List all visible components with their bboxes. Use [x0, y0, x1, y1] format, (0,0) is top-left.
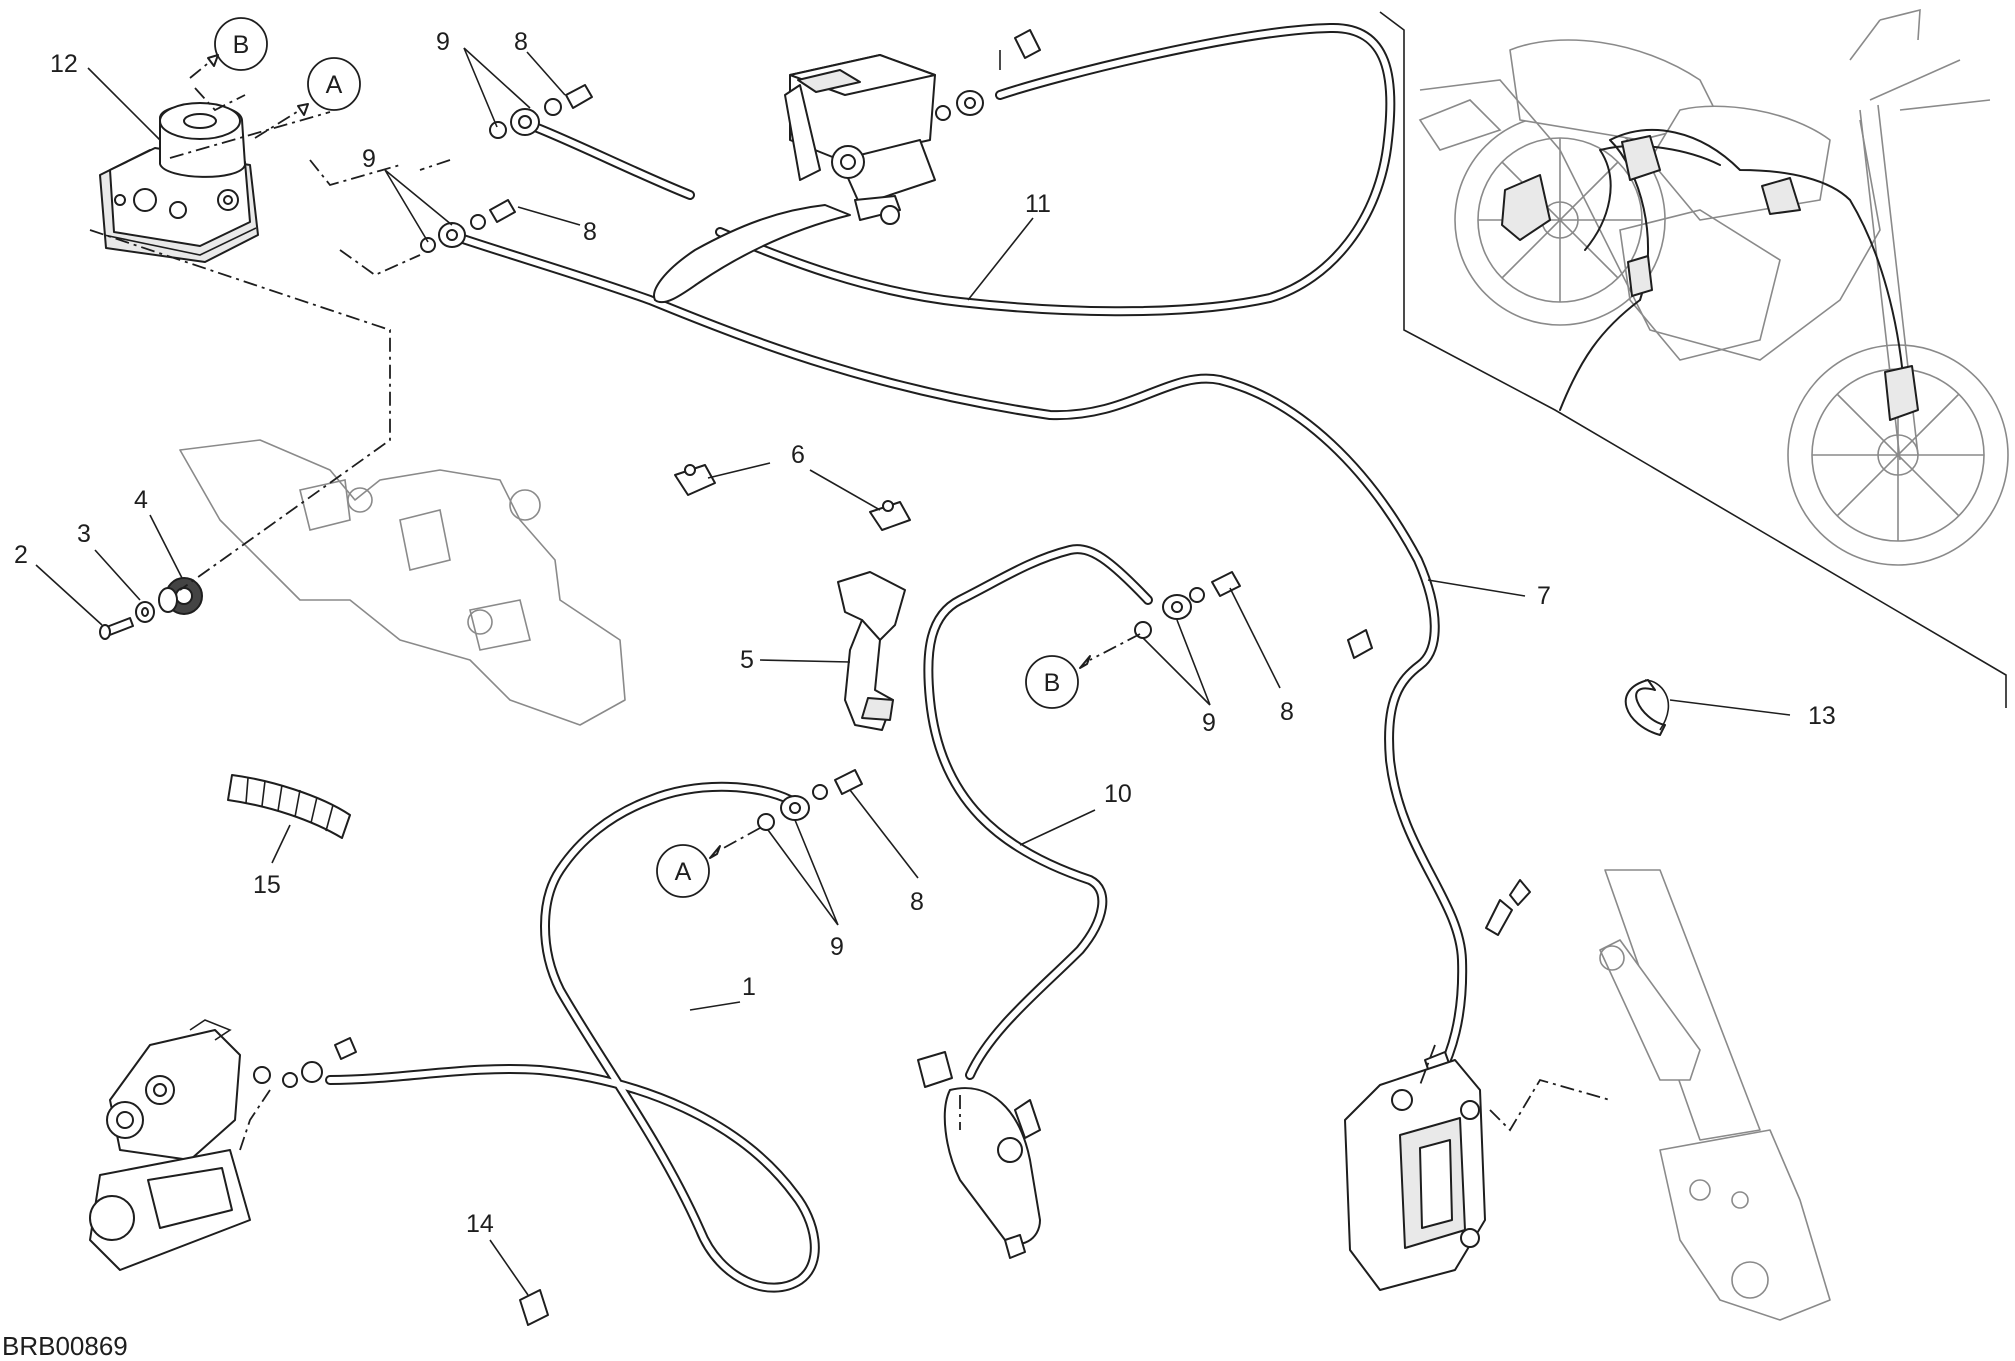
- callout-9-top: 9: [436, 28, 450, 56]
- bracket-5: [837, 571, 906, 731]
- rear-master-cylinder: [917, 1051, 1041, 1259]
- brake-hose-11: [715, 22, 1396, 317]
- frame-mount-ghost: [179, 439, 626, 726]
- front-master-cylinder: [653, 54, 936, 303]
- callout-8-a: 8: [910, 888, 924, 916]
- brake-hose-10: [923, 544, 1153, 1080]
- assembly-lines: [89, 87, 1611, 1151]
- hose-clip-6a: [674, 464, 716, 496]
- hose-clip-6b: [869, 500, 911, 531]
- callout-6: 6: [791, 441, 805, 469]
- leader-lines: [35, 47, 1791, 1296]
- callout-13: 13: [1808, 702, 1836, 730]
- clip-14: [519, 1289, 549, 1326]
- callout-12: 12: [50, 50, 78, 78]
- connection-ref-a-top: A: [254, 57, 361, 139]
- front-brake-caliper: [1344, 1059, 1486, 1291]
- brake-hose-1: [325, 781, 820, 1293]
- callout-9-b: 9: [1202, 709, 1216, 737]
- connection-ref-a-mid: A: [656, 827, 761, 898]
- connection-ref-b-top: B: [189, 17, 268, 79]
- sensor-bracket-4: [158, 577, 203, 615]
- svg-text:A: A: [326, 71, 343, 99]
- callout-8-mid: 8: [583, 218, 597, 246]
- abs-hydraulic-unit: [99, 102, 259, 263]
- callout-9-mid: 9: [362, 145, 376, 173]
- callout-3: 3: [77, 520, 91, 548]
- callout-10: 10: [1104, 780, 1132, 808]
- callout-15: 15: [253, 871, 281, 899]
- hose-clamp-13: [1624, 679, 1670, 736]
- svg-text:B: B: [233, 31, 250, 59]
- protective-sleeve-15: [227, 774, 351, 839]
- callout-5: 5: [740, 646, 754, 674]
- connection-ref-b-mid: B: [1025, 633, 1141, 709]
- callout-7: 7: [1537, 582, 1551, 610]
- brake-hose-7: [455, 233, 1468, 1080]
- screw-2: [99, 617, 134, 640]
- front-fork-ghost: [1599, 869, 1831, 1321]
- svg-text:B: B: [1044, 669, 1061, 697]
- callout-2: 2: [14, 541, 28, 569]
- callout-8-top: 8: [514, 28, 528, 56]
- svg-text:A: A: [675, 858, 692, 886]
- callout-labels: 12 9 8 9 8 11 7 2 3 4 6 5 9 8 10 13 9 8 …: [14, 28, 1836, 1238]
- callout-8-b: 8: [1280, 698, 1294, 726]
- brake-hose-short-upper: [530, 122, 695, 200]
- callout-14: 14: [466, 1210, 494, 1238]
- washer-3: [135, 601, 155, 623]
- callout-9-a: 9: [830, 933, 844, 961]
- drawing-code: BRB00869: [2, 1331, 128, 1361]
- callout-1: 1: [742, 973, 756, 1001]
- callout-11: 11: [1025, 190, 1051, 218]
- callout-4: 4: [134, 486, 148, 514]
- motorcycle-overview-inset: [1379, 8, 2009, 708]
- rear-brake-caliper: [89, 1019, 251, 1271]
